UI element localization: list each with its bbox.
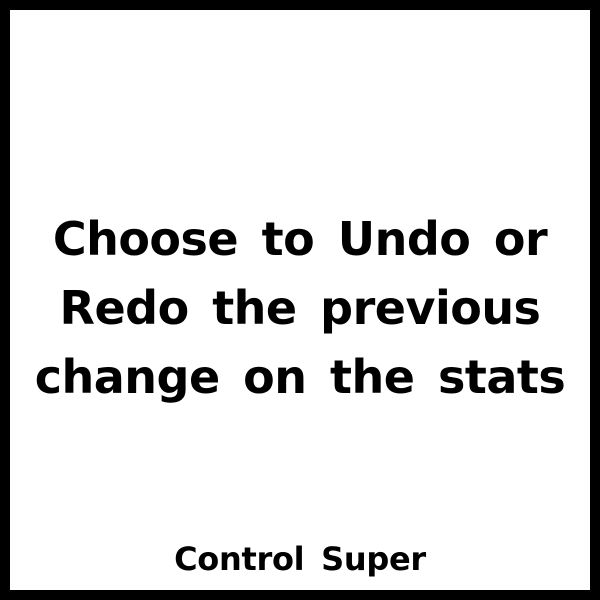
- card-footer-label: Control Super: [174, 540, 426, 578]
- card-message-line-2: Redo the previous: [59, 281, 541, 335]
- card-message-line-1: Choose to Undo or: [52, 212, 548, 266]
- card-message: Choose to Undo or Redo the previous chan…: [10, 205, 590, 412]
- card-message-line-3: change on the stats: [34, 350, 566, 404]
